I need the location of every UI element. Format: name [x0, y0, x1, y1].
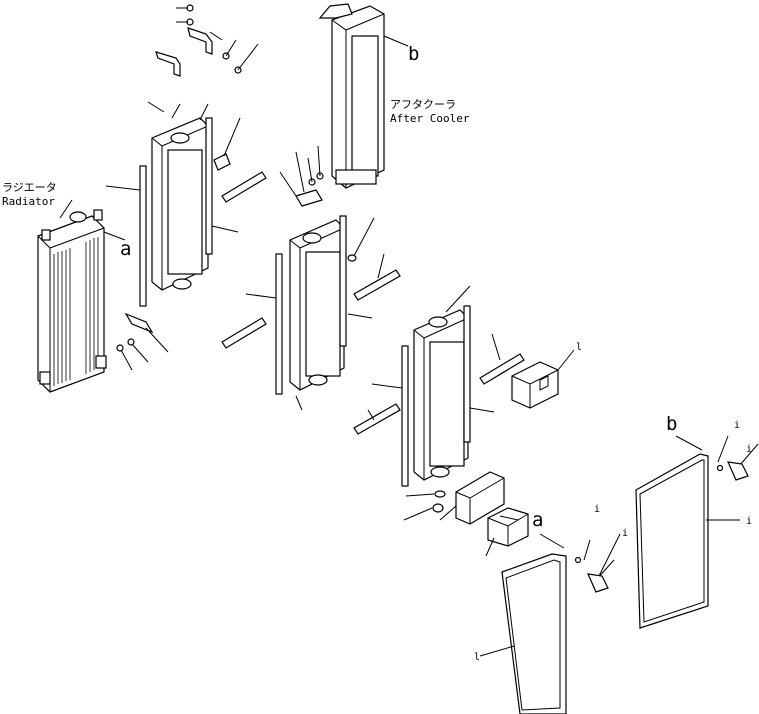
callout-l-panel-a: l	[474, 652, 480, 663]
oil-cooler-core-1	[151, 117, 209, 291]
callout-i-3: i	[734, 420, 740, 431]
callout-l-sponge-1: l	[576, 342, 582, 353]
callout-i-5: i	[746, 516, 752, 527]
callout-i-4: i	[746, 444, 752, 455]
screen-panel-a	[479, 533, 621, 714]
aftercooler-core	[318, 3, 409, 189]
sponge-block-1	[511, 349, 575, 409]
radiator-label-en: Radiator	[2, 195, 55, 208]
radiator-bracket	[116, 312, 169, 371]
aftercooler-label-en: After Cooler	[390, 112, 470, 125]
radiator-label-jp: ラジエータ	[2, 181, 57, 194]
washer-bolts	[403, 490, 446, 521]
aftercooler-label-jp: アフタクーラ	[390, 98, 456, 111]
oil-cooler-core-3	[413, 309, 469, 481]
ref-b-label-panel: b	[666, 413, 677, 435]
oil-cooler-core-2	[289, 219, 345, 391]
ref-b-label-aftercooler: b	[408, 43, 419, 65]
aftercooler-bracket	[279, 145, 324, 207]
radiator-core	[37, 209, 126, 393]
sponge-block-3	[485, 507, 529, 557]
ref-a-label-radiator: a	[120, 238, 131, 260]
ref-a-label-panel: a	[532, 509, 543, 531]
sponge-block-2	[439, 471, 505, 525]
mount-brackets-top	[147, 4, 259, 171]
seal-strips-2	[221, 215, 401, 411]
callout-i-1: i	[594, 504, 600, 515]
seal-strips-1	[105, 117, 267, 307]
callout-i-2: i	[622, 528, 628, 539]
screen-panel-b	[635, 435, 759, 629]
seal-strips-3	[353, 285, 525, 487]
